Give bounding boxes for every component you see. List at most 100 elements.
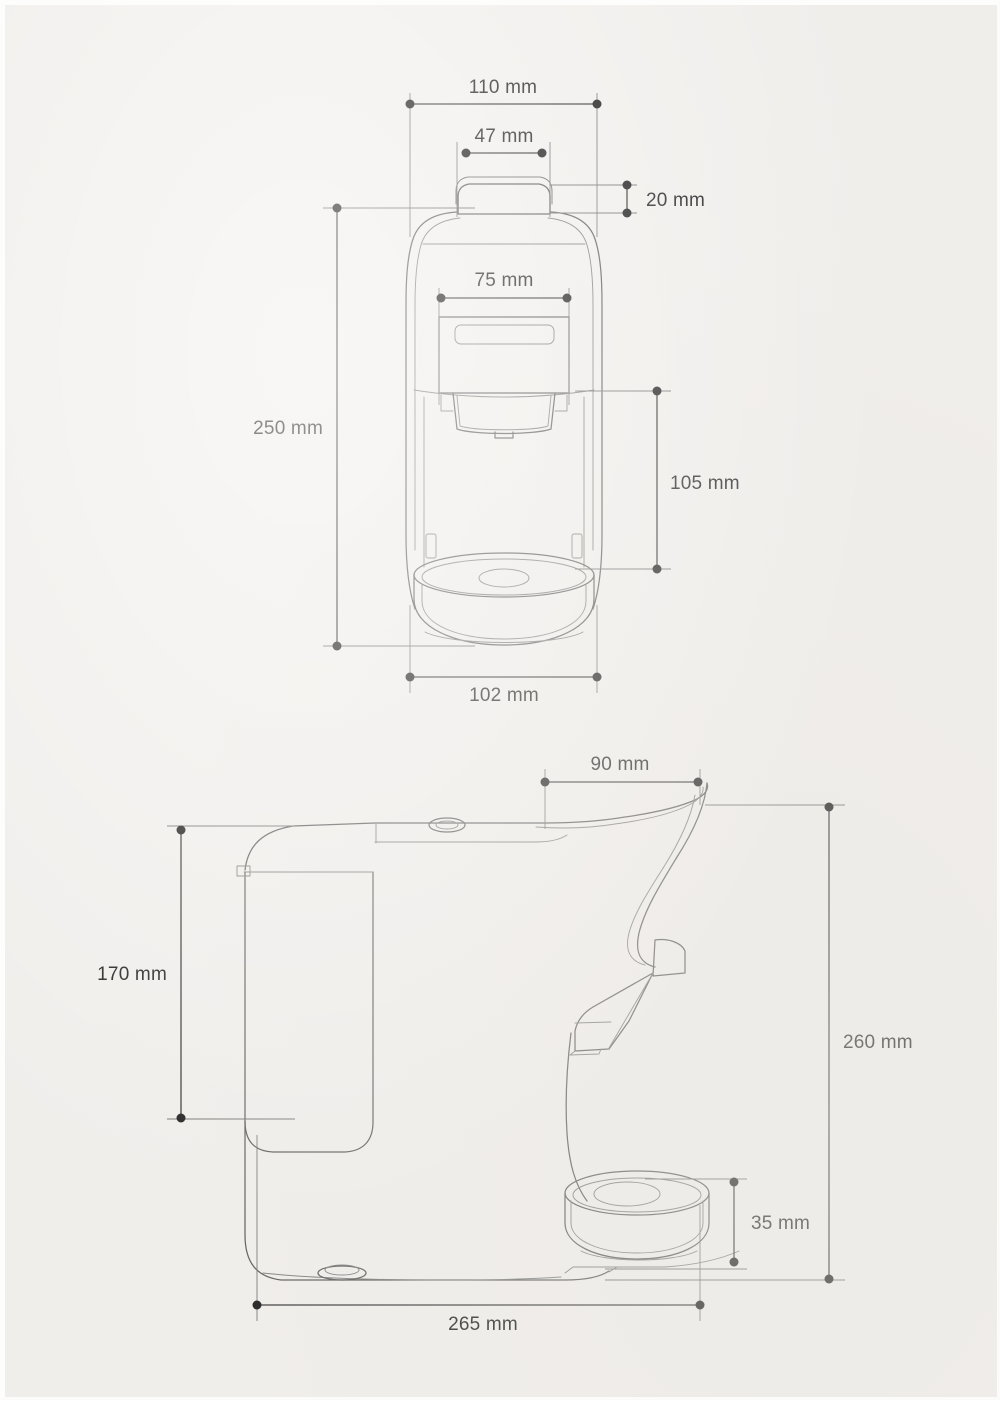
side-capsule-holder [574,972,654,1052]
dim-endpoint-dot [540,777,550,787]
dimension-35mm: 35 mm [729,1177,810,1267]
dim-endpoint-dot [592,99,602,109]
dimension-label-110mm: 110 mm [469,77,537,98]
front-inner-wall-right [547,217,594,551]
dimension-265mm: 265 mm [252,1300,705,1335]
front-drip-tray-body-inner [421,584,587,640]
dim-endpoint-dot [824,802,834,812]
front-inner-wall-left [414,217,461,551]
side-top-surface [244,782,709,871]
dim-endpoint-dot [537,148,547,158]
front-panel-slot [454,324,555,345]
front-drip-tray-center-hole [478,568,530,588]
front-view: 110 mm 47 mm 20 mm 75 mm [253,77,740,706]
dim-endpoint-dot [652,564,662,574]
dim-endpoint-dot [176,1113,186,1123]
dimension-label-47mm: 47 mm [474,126,533,147]
front-outer-silhouette [405,211,459,610]
front-lid-block [457,194,551,215]
dimension-105mm: 105 mm [652,386,740,574]
side-tray-rail [564,1250,740,1274]
side-drip-tray-body-inner [570,1200,704,1254]
front-latch-slot-right [571,533,583,559]
front-lid-inner-curve [457,183,551,214]
dim-endpoint-dot [652,386,662,396]
side-rear-profile [636,782,708,968]
front-spout-nozzle [494,431,514,439]
front-brew-head [452,392,556,435]
side-top-button-inner [435,820,459,830]
side-tray-rail2 [608,1266,618,1273]
dimension-170mm: 170 mm [97,825,186,1123]
dimension-label-250mm: 250 mm [253,418,323,439]
dimension-label-105mm: 105 mm [670,473,740,494]
side-capsule-holder-edge2 [574,1021,612,1024]
front-lid-outer-curve [455,176,553,205]
front-latch-slot-left [425,533,437,559]
dimension-label-75mm: 75 mm [474,270,533,291]
dimension-label-260mm: 260 mm [843,1032,913,1053]
front-brew-head-tab-left [440,394,454,412]
side-tank-handle-nub [236,865,251,877]
dimension-label-170mm: 170 mm [97,964,167,985]
dimension-label-35mm: 35 mm [751,1213,810,1234]
dimension-102mm: 102 mm [405,672,602,706]
dimension-label-20mm: 20 mm [646,190,705,211]
side-top-plate-line [374,834,568,843]
side-foot-inner [324,1264,360,1276]
dimension-90mm: 90 mm [540,754,703,787]
side-view: 90 mm 170 mm 260 mm 35 mm [97,754,913,1335]
front-view-extension-lines [323,93,671,693]
dim-endpoint-dot [252,1300,262,1310]
side-rear-profile-inner [627,794,696,966]
front-view-body [405,176,603,646]
dimension-label-102mm: 102 mm [469,685,539,706]
dim-endpoint-dot [693,777,703,787]
front-drip-tray-body [413,574,595,646]
side-spout-lip [569,1048,602,1056]
dim-endpoint-dot [332,203,342,213]
dim-endpoint-dot [729,1257,739,1267]
dimension-260mm: 260 mm [824,802,913,1284]
front-shelf-line [413,389,595,398]
side-view-body [236,782,740,1281]
side-base-lower-line [262,1272,562,1281]
side-base-slab [244,1120,610,1281]
front-outer-silhouette-right [549,211,603,610]
front-panel-frame [438,316,570,394]
front-brew-head-tab-right [554,394,568,412]
dim-endpoint-dot [461,148,471,158]
dimension-drawing-canvas: .outline { fill: none; stroke: #565656; … [97,77,913,1335]
front-drip-tray-top-inner [421,558,587,596]
side-water-tank [244,871,374,1153]
dimension-47mm: 47 mm [461,126,547,158]
front-base-bottom-curve [424,631,584,643]
dim-endpoint-dot [592,672,602,682]
side-drip-tray-hole [593,1181,661,1207]
side-lid-lower-edge [535,786,704,829]
dim-endpoint-dot [436,293,446,303]
dimension-20mm: 20 mm [622,180,705,218]
side-tray-base-shadow [580,1250,698,1261]
dim-endpoint-dot [622,180,632,190]
dim-endpoint-dot [405,99,415,109]
dim-endpoint-dot [562,293,572,303]
dim-endpoint-dot [176,825,186,835]
side-view-extension-lines [167,769,845,1321]
side-foot-outer [317,1265,367,1281]
dim-endpoint-dot [695,1300,705,1310]
dim-endpoint-dot [729,1177,739,1187]
side-front-body-curve [565,1032,588,1202]
side-brew-lever [652,938,686,977]
side-drip-tray-top-inner [572,1177,702,1213]
dimension-label-90mm: 90 mm [590,754,649,775]
dim-endpoint-dot [405,672,415,682]
dimension-250mm: 250 mm [253,203,342,651]
dimension-75mm: 75 mm [436,270,572,303]
dimension-label-265mm: 265 mm [448,1314,518,1335]
dim-endpoint-dot [332,641,342,651]
dim-endpoint-dot [622,208,632,218]
dim-endpoint-dot [824,1274,834,1284]
front-brew-head-inner [456,395,552,431]
